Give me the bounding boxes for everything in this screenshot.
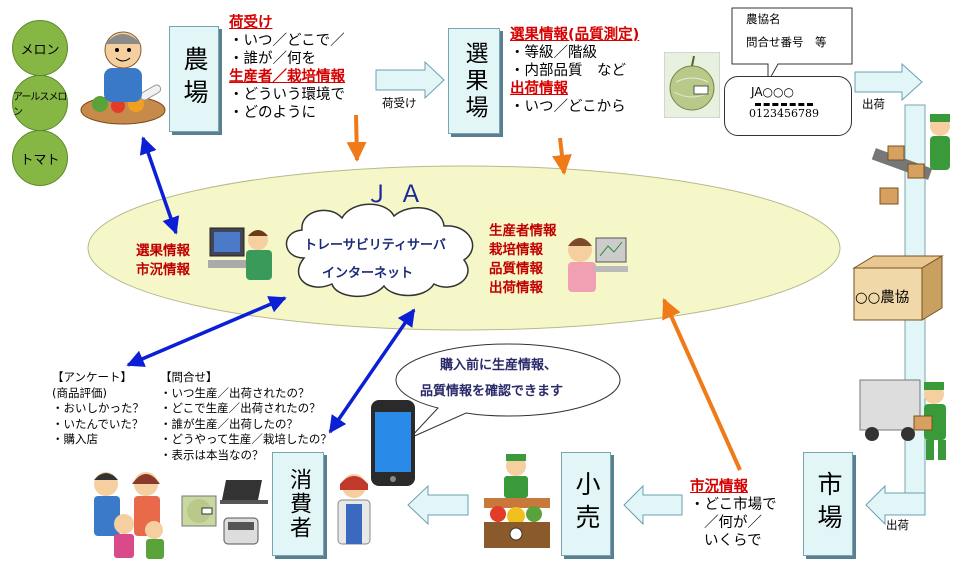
shipping-title: 出荷情報 [510,81,568,97]
ja-title: ＪＡ [365,180,433,208]
quality-title: 選果情報(品質測定) [510,27,640,43]
cardboard-box [852,255,944,321]
producer-item: ・どういう環境で [229,87,345,103]
sorting-box: 選果場 [448,28,500,134]
callout-line-1: 購入前に生産情報、 [440,358,558,373]
callout-bubble [395,343,621,439]
cloud-shape [285,203,474,298]
callout-line-2: 品質情報を確認できます [420,384,564,399]
arrow-ship-top [854,62,923,102]
farm-info: 荷受け ・いつ／どこで／ ・誰が／何を 生産者／栽培情報 ・どういう環境で ・ど… [229,14,345,122]
truck-worker-illustration [859,379,946,460]
consumer-box: 消費者 [272,452,324,556]
inquiry-list: 【問合せ】 ・いつ生産／出荷されたの？ ・どこで生産／出荷されたの？ ・誰が生産… [160,370,332,462]
shopper-illustration [337,474,371,545]
arrow-retail-to-consumer [407,484,469,526]
product-earls-melon: アールスメロン [12,75,68,131]
box-label: ○○農協 [855,290,910,306]
phone-operator-illustration [568,237,628,292]
blue-arrow-inquiry [328,308,416,434]
retail-box: 小売 [561,452,611,556]
orange-arrow-sorting [552,137,572,175]
receiving-title: 荷受け [229,15,273,31]
cloud-line-2: インターネット [322,266,414,281]
arrow-market-to-retail [623,484,683,526]
shop-illustration [484,454,550,548]
survey-list: 【アンケート】 (商品評価) ・おいしかった？ ・いたんでいた？ ・購入店 [52,370,144,446]
consumer-devices [181,480,268,545]
arrow-farm-to-sorting [375,60,445,100]
melon-image [664,52,720,118]
sorting-info: 選果情報(品質測定) ・等級／階級 ・内部品質 など 出荷情報 ・いつ／どこから [510,26,639,116]
shipping-item: ・いつ／どこから [510,99,626,115]
producer-item: ・どのように [229,105,316,121]
market-box: 市場 [803,452,853,556]
operator-illustration [208,227,272,280]
market-info-title: 市況情報 [690,479,748,495]
smartphone-icon [371,400,415,486]
receiving-arrow-label: 荷受け [382,96,417,110]
market-ship-label: 出荷 [886,518,909,532]
orange-arrow-farm [346,114,367,162]
ja-right-info: 生産者情報 栽培情報 品質情報 出荷情報 [489,223,557,296]
cloud-line-1: トレーサビリティサーバ [304,238,446,253]
blue-arrow-survey [126,296,287,367]
ja-left-info: 選果情報 市況情報 [136,243,190,278]
family-illustration [94,472,164,559]
melon-label: JA○○○ 0123456789 [724,76,852,136]
product-tomato: トマト [12,130,68,186]
producer-title: 生産者／栽培情報 [229,69,345,85]
market-info: 市況情報 ・どこ市場で ／何が／ いくらで [690,479,777,549]
product-melon: メロン [12,20,68,76]
orange-arrow-market [662,298,742,471]
arrow-to-market [865,484,926,526]
label-callout: 農協名 問合せ番号 等 [746,12,827,49]
conveyor-worker-illustration [871,114,950,205]
receiving-item: ・誰が／何を [229,51,316,67]
farm-box: 農場 [169,26,219,132]
quality-item: ・等級／階級 [510,45,597,61]
receiving-item: ・いつ／どこで／ [229,33,345,49]
quality-item: ・内部品質 など [510,63,626,79]
farmer-illustration [80,31,166,125]
blue-arrow-farm [139,136,180,235]
ship-top-label: 出荷 [862,97,885,111]
